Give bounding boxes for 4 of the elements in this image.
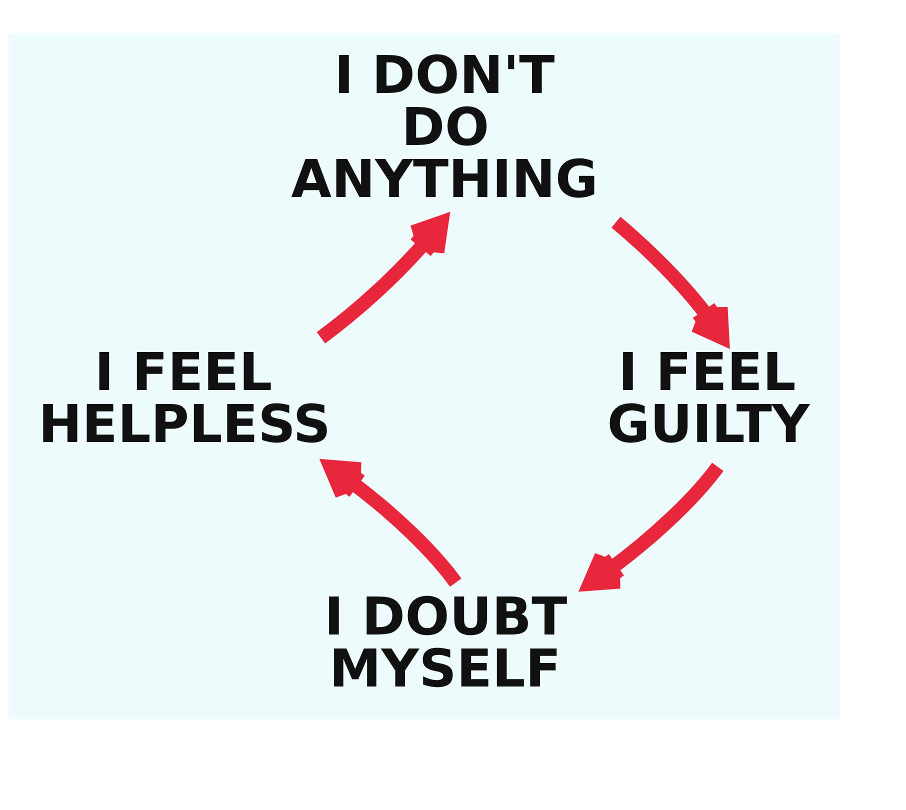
node-text: I DON'T DO ANYTHING xyxy=(291,46,598,210)
node-text: I FEEL HELPLESS xyxy=(38,342,331,455)
node-text: I DOUBT MYSELF xyxy=(324,588,568,700)
node-text: I FEEL GUILTY xyxy=(607,342,810,455)
